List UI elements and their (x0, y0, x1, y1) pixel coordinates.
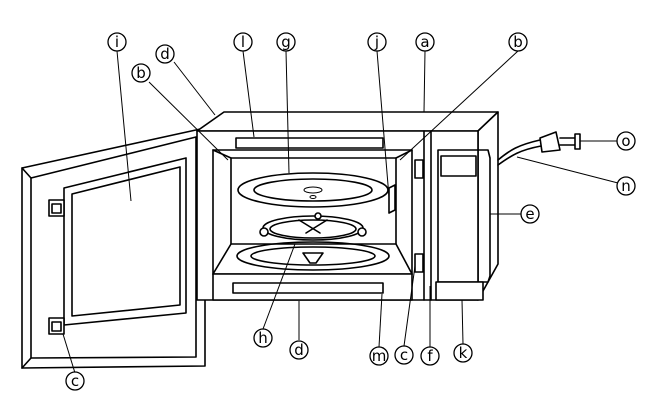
display-window (441, 156, 476, 176)
callout-e: e (521, 205, 539, 223)
callout-f-text: f (427, 347, 433, 365)
callout-g: g (277, 33, 295, 51)
callout-k: k (454, 344, 472, 362)
callout-a: a (416, 33, 434, 51)
wave-guide-cover-top (236, 138, 383, 148)
callout-b-right-text: b (513, 33, 523, 51)
callout-d-top: d (156, 45, 174, 63)
callout-m-text: m (372, 347, 387, 365)
callout-j-text: j (374, 33, 379, 51)
callout-d-top-text: d (160, 45, 170, 63)
callout-c-left: c (66, 372, 84, 390)
callout-k-text: k (459, 344, 468, 362)
callout-b-right: b (509, 33, 527, 51)
oven-light (389, 185, 395, 213)
door-safety-latch-upper (49, 200, 64, 216)
callout-d-bottom: d (290, 341, 308, 359)
callout-g-text: g (281, 33, 291, 51)
callout-c-left-text: c (71, 372, 79, 390)
callout-f: f (421, 347, 439, 365)
callout-b-left-text: b (136, 64, 146, 82)
callout-m: m (370, 347, 388, 365)
callout-l-text: l (241, 33, 245, 51)
callout-d-bottom-text: d (294, 341, 304, 359)
interlock-switch-lower (415, 254, 423, 272)
callout-c-right: c (395, 346, 413, 364)
callout-c-right-text: c (400, 346, 408, 364)
callout-b-left: b (132, 64, 150, 82)
callout-o: o (617, 132, 635, 150)
wave-guide-cover-bottom (233, 283, 383, 293)
callout-i-text: i (115, 33, 119, 51)
grounding-plug (540, 132, 580, 152)
callout-h-text: h (258, 329, 268, 347)
door-release-button (436, 282, 483, 300)
callout-j: j (368, 33, 386, 51)
callout-n-text: n (621, 177, 631, 195)
callout-l: l (234, 33, 252, 51)
door-safety-latch-lower (49, 318, 64, 334)
callout-i: i (108, 33, 126, 51)
callout-a-text: a (420, 33, 429, 51)
callout-n: n (617, 177, 635, 195)
callout-e-text: e (525, 205, 534, 223)
callout-h: h (254, 329, 272, 347)
callout-o-text: o (621, 132, 630, 150)
interlock-switch-upper (415, 160, 423, 178)
glass-tray (238, 173, 388, 207)
